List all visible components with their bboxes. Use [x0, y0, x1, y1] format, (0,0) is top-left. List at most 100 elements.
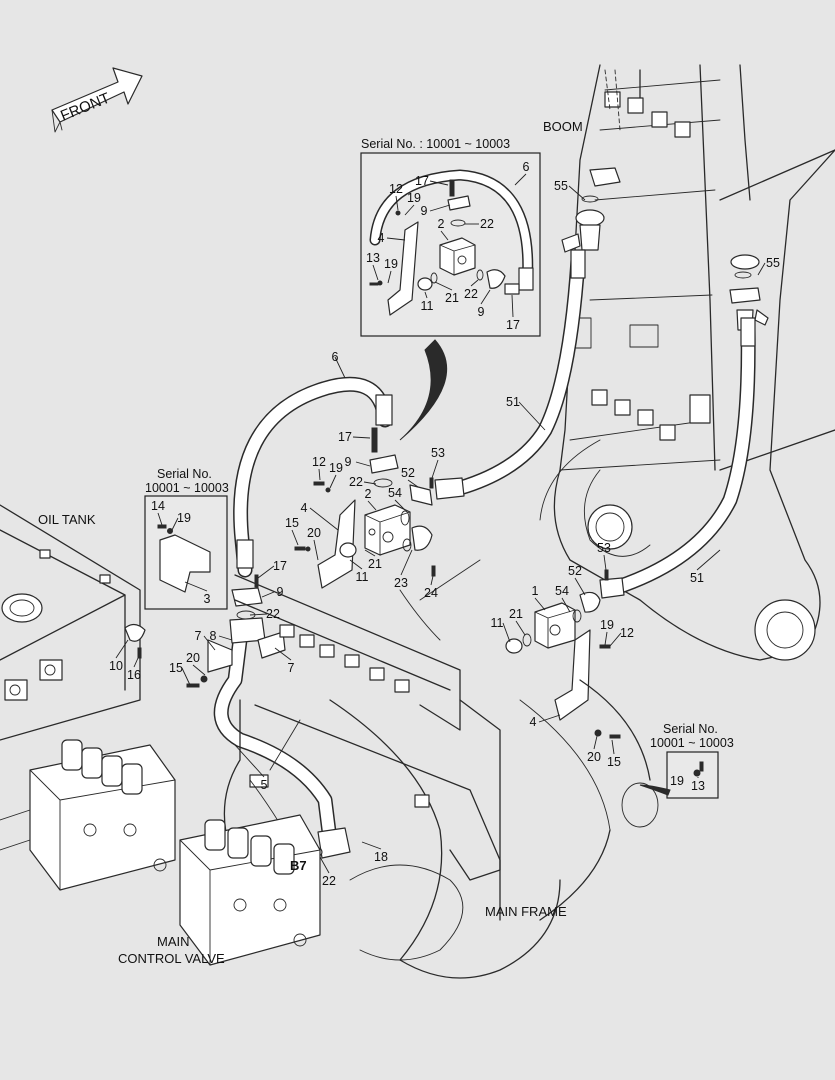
callout-leader [349, 559, 363, 570]
manifold-block-2 [294, 427, 436, 589]
callout-leader [355, 461, 371, 467]
callout-leader [334, 356, 346, 379]
callout-number: 19 [670, 774, 684, 788]
callout-number: 22 [266, 607, 280, 621]
callout-number: 11 [491, 616, 504, 630]
callout-leader [518, 401, 546, 431]
top-inset-title: Serial No. : 10001 ~ 10003 [361, 137, 510, 151]
main-control-valve-label-1: MAIN [157, 934, 190, 949]
hose-51-left [434, 249, 586, 500]
manifold-block-1 [505, 569, 621, 739]
callout-number: 7 [195, 629, 202, 643]
callout-number: 52 [401, 466, 415, 480]
callout-leader [429, 204, 451, 212]
callout-leader [430, 575, 434, 586]
callout-number: 15 [607, 755, 621, 769]
callout-leader [181, 667, 191, 686]
callout-number: 4 [301, 501, 308, 515]
callout-leader [431, 459, 439, 479]
callout-number: 17 [273, 559, 287, 573]
callout-number: 19 [384, 257, 398, 271]
callout-number: 21 [445, 291, 459, 305]
callout-leader [568, 185, 586, 201]
callout-number: 54 [388, 486, 402, 500]
callout-leader [574, 577, 586, 596]
callout-leader [261, 591, 275, 598]
callout-leader [407, 479, 419, 488]
callout-leader [364, 549, 376, 557]
main-control-valve [0, 739, 321, 966]
callout-leader [511, 294, 514, 318]
hose-51-right [599, 317, 756, 599]
callout-number: 2 [438, 217, 445, 231]
callout-leader [361, 841, 382, 850]
front-arrow: FRONT [51, 67, 143, 133]
callout-leader [514, 173, 527, 186]
callout-number: 51 [690, 571, 704, 585]
callout-leader [394, 499, 406, 511]
callout-number: 9 [478, 305, 485, 319]
callout-leader [593, 735, 598, 750]
callout-number: 8 [210, 629, 217, 643]
callout-number: 51 [506, 395, 520, 409]
callout-leader [395, 195, 399, 211]
callout-number: 7 [288, 661, 295, 675]
callout-number: 12 [389, 182, 403, 196]
callout-leader [424, 291, 428, 299]
boom-label: BOOM [543, 119, 583, 134]
left-inset-title-2: 10001 ~ 10003 [145, 481, 229, 495]
callout-leader [249, 613, 268, 616]
callout-leader [157, 512, 163, 526]
left-inset-title-1: Serial No. [157, 467, 212, 481]
callout-number: 19 [407, 191, 421, 205]
callout-leader [502, 622, 511, 643]
callout-number: 9 [421, 204, 428, 218]
callout-number: 23 [394, 576, 408, 590]
oil-tank [0, 504, 146, 741]
callout-leader [609, 632, 622, 647]
right-inset-title-2: 10001 ~ 10003 [650, 736, 734, 750]
callout-leader [757, 262, 766, 276]
callout-number: 24 [424, 586, 438, 600]
callout-leader [367, 500, 377, 511]
callout-leader [604, 631, 608, 646]
callout-number: 4 [530, 715, 537, 729]
callout-leader [696, 549, 721, 571]
main-frame-label: MAIN FRAME [485, 904, 567, 919]
callout-leader [352, 436, 371, 439]
callout-number: 15 [169, 661, 183, 675]
callout-number: 18 [374, 850, 388, 864]
callout-leader [515, 620, 526, 636]
callout-leader [192, 664, 206, 676]
callout-leader [257, 565, 275, 579]
callout-number: 13 [691, 779, 705, 793]
callout-number: 20 [587, 750, 601, 764]
callout-leader [561, 597, 571, 613]
callout-number: 4 [378, 231, 385, 245]
callout-leader [372, 264, 379, 281]
callout-leader [611, 739, 615, 755]
callout-number: 52 [568, 564, 582, 578]
left-inset: Serial No. 10001 ~ 10003 [144, 467, 229, 610]
callout-number: 21 [509, 607, 523, 621]
callout-leader [234, 744, 265, 778]
callout-number: 13 [366, 251, 380, 265]
top-inset: Serial No. : 10001 ~ 10003 [360, 137, 541, 337]
callout-leader [274, 647, 292, 661]
callout-number: 53 [431, 446, 445, 460]
callout-number: 1 [532, 584, 539, 598]
callout-number: 2 [365, 487, 372, 501]
callout-leader [133, 657, 139, 668]
callout-number: 9 [345, 455, 352, 469]
callout-number: 22 [349, 475, 363, 489]
callout-number: 16 [127, 668, 141, 682]
callout-number: 20 [307, 526, 321, 540]
callout-leader [387, 270, 392, 284]
callout-leader [203, 635, 216, 651]
callout-number: 6 [332, 350, 339, 364]
port-b7-label: B7 [290, 858, 307, 873]
